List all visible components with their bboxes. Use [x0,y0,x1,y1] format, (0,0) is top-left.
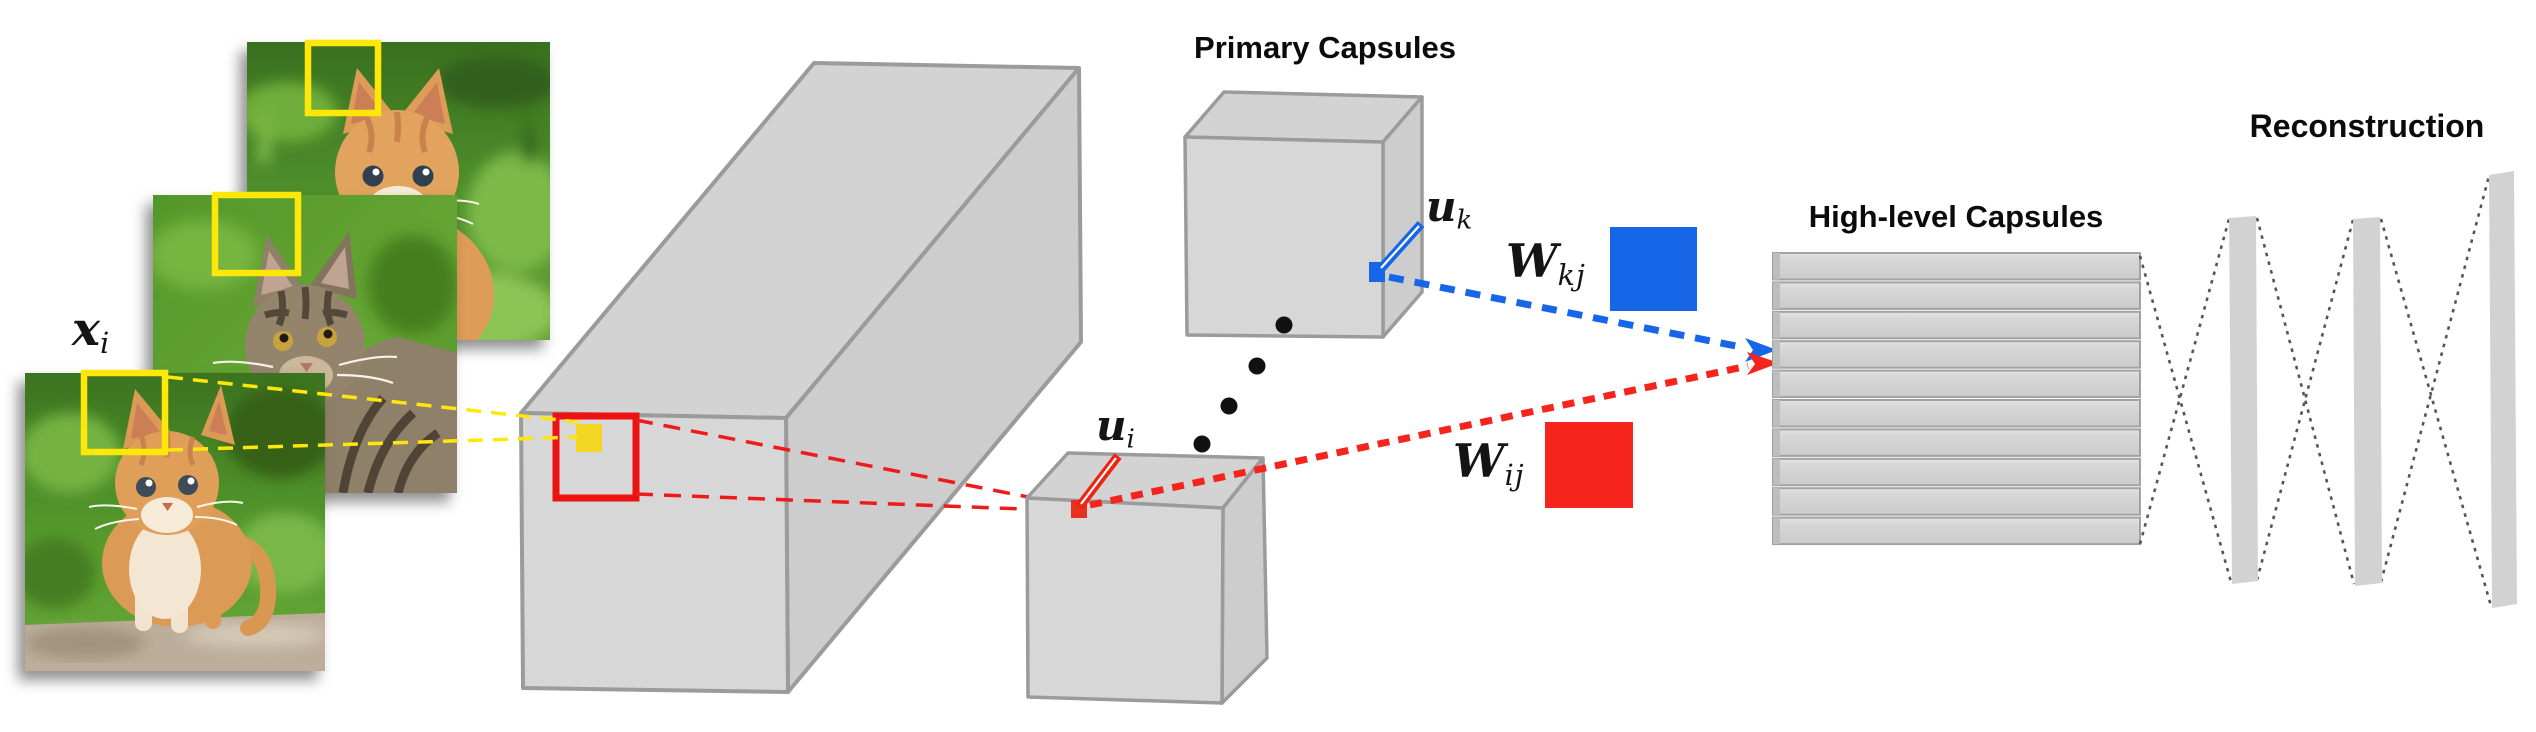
weight-matrix-kj-square [1610,227,1697,311]
capsule-i-vector [1075,453,1122,510]
routing-arrow-red [1089,352,1779,509]
kitten-bottom-body [88,385,277,636]
capsule-i-unit-mark [1071,500,1087,518]
primary-capsule-cube-k [1183,90,1424,339]
receptive-field-patch [576,424,602,452]
high-level-capsule-bar-endcap [1773,282,1780,309]
high-level-capsule-bar-endcap [1773,253,1780,280]
high-level-capsule-bar [1772,457,2141,487]
vector-uk-base: u [1426,182,1457,231]
weight-wkj-base: W [1506,234,1558,288]
high-level-capsule-bar-endcap [1773,488,1780,515]
decoder-layer-3 [2489,171,2517,608]
high-level-capsule-bar [1772,310,2141,340]
capsule-k-vector [1375,221,1425,274]
kitten-photo-bottom [25,373,325,671]
reconstruction-decoder [2138,171,2517,608]
high-level-capsule-bar-endcap [1773,429,1780,456]
weight-wij-sub: ij [1504,458,1525,492]
high-level-capsule-bar [1772,516,2141,546]
high-level-capsule-bar [1772,340,2141,369]
red-projection-lines [635,418,1075,513]
weight-label-wkj: Wkj [1506,238,1586,291]
decoder-layer-1 [2229,216,2258,584]
weight-wkj-sub: kj [1557,258,1586,292]
high-level-capsule-bar [1772,281,2141,310]
high-level-capsule-stack [1772,252,2141,546]
weight-matrix-ij-square [1545,422,1633,508]
high-level-capsule-bar-endcap [1773,311,1780,339]
primary-capsules-title: Primary Capsules [1194,30,1456,65]
conv-feature-cuboid [519,61,1083,694]
vector-label-uk: uk [1426,186,1474,236]
high-level-capsule-bar [1772,252,2141,281]
capsule-ellipsis-dots [1193,316,1293,453]
high-level-capsule-bar-endcap [1773,370,1780,398]
input-label-xi: xi [72,306,110,358]
high-level-capsule-bar [1772,369,2141,399]
decoder-layer-2 [2353,217,2382,586]
vector-label-ui: ui [1096,405,1136,455]
high-level-capsule-bar-endcap [1773,517,1780,545]
roi-red-square [552,412,640,502]
decoder-connection-lines [2138,175,2493,607]
kitten-photo-bottom-art [25,373,325,671]
high-level-capsule-bar [1772,487,2141,516]
weight-wij-base: W [1453,434,1505,488]
weight-label-wij: Wij [1453,438,1525,491]
high-level-capsule-bar-endcap [1773,400,1780,427]
high-level-capsule-bar [1772,399,2141,428]
capsule-k-unit-mark [1369,262,1385,282]
high-level-capsule-bar [1772,428,2141,457]
input-label-base: x [72,302,101,357]
high-level-capsule-bar-endcap [1773,341,1780,368]
vector-ui-base: u [1096,401,1127,450]
primary-capsule-cube-i [1025,451,1269,705]
high-level-capsule-bar-endcap [1773,458,1780,486]
vector-uk-sub: k [1456,205,1474,236]
input-label-sub: i [100,326,111,361]
high-level-capsules-title: High-level Capsules [1808,199,2104,234]
vector-ui-sub: i [1126,424,1136,455]
reconstruction-title: Reconstruction [2249,108,2485,144]
